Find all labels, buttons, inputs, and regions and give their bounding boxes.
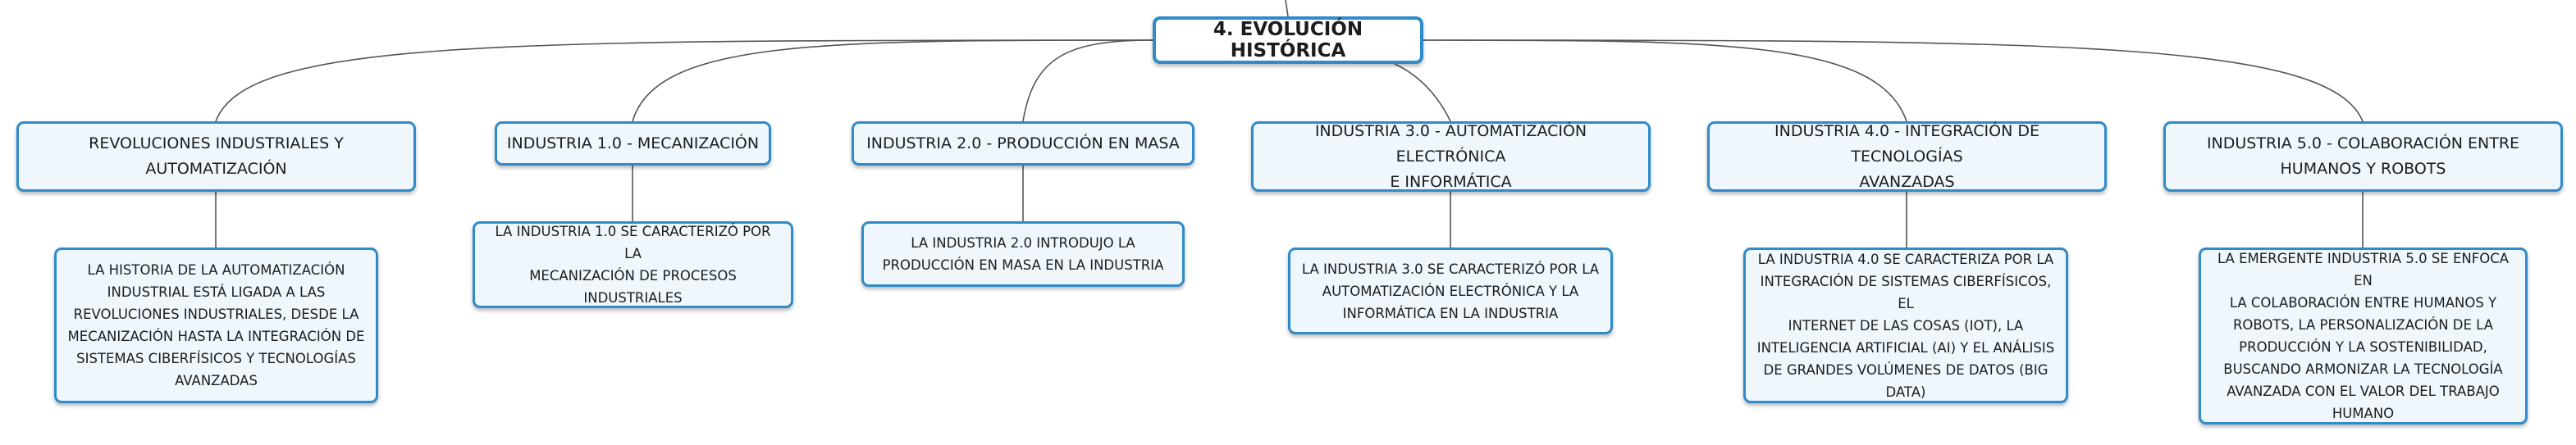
label-line: HUMANOS Y ROBOTS bbox=[2280, 160, 2446, 178]
text-line: LA INDUSTRIA 2.0 INTRODUJO LA bbox=[911, 235, 1135, 251]
subtopic-industria-5-0-detail[interactable]: LA EMERGENTE INDUSTRIA 5.0 SE ENFOCA EN … bbox=[2199, 247, 2528, 425]
label-line: INDUSTRIA 4.0 - INTEGRACIÓN DE TECNOLOGÍ… bbox=[1774, 121, 2039, 166]
text-line: LA EMERGENTE INDUSTRIA 5.0 SE ENFOCA EN bbox=[2217, 251, 2510, 288]
text-line: MECANIZACIÓN HASTA LA INTEGRACIÓN DE bbox=[67, 329, 365, 344]
text-line: LA HISTORIA DE LA AUTOMATIZACIÓN bbox=[87, 262, 345, 278]
connector-root-b2 bbox=[1022, 39, 1153, 122]
text-line: INFORMÁTICA EN LA INDUSTRIA bbox=[1342, 305, 1559, 321]
text-line: MECANIZACIÓN DE PROCESOS bbox=[529, 268, 737, 284]
text-line: ROBOTS, LA PERSONALIZACIÓN DE LA bbox=[2232, 317, 2494, 333]
text-line: PRODUCCIÓN EN MASA EN LA INDUSTRIA bbox=[882, 257, 1164, 273]
text-line: INTEGRACIÓN DE SISTEMAS CIBERFÍSICOS, EL bbox=[1760, 273, 2052, 311]
subtopic-text: LA INDUSTRIA 3.0 SE CARACTERIZÓ POR LA A… bbox=[1302, 258, 1599, 325]
topic-label: INDUSTRIA 1.0 - MECANIZACIÓN bbox=[507, 131, 759, 157]
text-line: BUSCANDO ARMONIZAR LA TECNOLOGÍA bbox=[2223, 361, 2503, 377]
subtopic-industria-3-0-detail[interactable]: LA INDUSTRIA 3.0 SE CARACTERIZÓ POR LA A… bbox=[1288, 247, 1613, 334]
text-line: INDUSTRIAL ESTÁ LIGADA A LAS bbox=[107, 284, 326, 300]
subtopic-industria-4-0-detail[interactable]: LA INDUSTRIA 4.0 SE CARACTERIZA POR LA I… bbox=[1743, 247, 2068, 403]
connector-root-b1 bbox=[632, 39, 1153, 122]
label-line: INDUSTRIA 5.0 - COLABORACIÓN ENTRE bbox=[2206, 134, 2520, 152]
topic-industria-4-0[interactable]: INDUSTRIA 4.0 - INTEGRACIÓN DE TECNOLOGÍ… bbox=[1707, 121, 2107, 192]
subtopic-text: LA INDUSTRIA 1.0 SE CARACTERIZÓ POR LA M… bbox=[485, 220, 781, 309]
root-topic-label: 4. EVOLUCIÓN HISTÓRICA bbox=[1213, 19, 1363, 61]
subtopic-revoluciones-detail[interactable]: LA HISTORIA DE LA AUTOMATIZACIÓN INDUSTR… bbox=[54, 247, 378, 403]
topic-industria-5-0[interactable]: INDUSTRIA 5.0 - COLABORACIÓN ENTRE HUMAN… bbox=[2163, 121, 2563, 192]
topic-label: INDUSTRIA 3.0 - AUTOMATIZACIÓN ELECTRÓNI… bbox=[1260, 119, 1642, 195]
text-line: LA COLABORACIÓN ENTRE HUMANOS Y bbox=[2229, 295, 2497, 311]
text-line: REVOLUCIONES INDUSTRIALES, DESDE LA bbox=[73, 307, 359, 322]
topic-industria-2-0[interactable]: INDUSTRIA 2.0 - PRODUCCIÓN EN MASA bbox=[852, 121, 1194, 166]
subtopic-industria-1-0-detail[interactable]: LA INDUSTRIA 1.0 SE CARACTERIZÓ POR LA M… bbox=[473, 221, 793, 308]
label-line: AVANZADAS bbox=[1859, 172, 1955, 191]
connector-root-b5 bbox=[1423, 39, 2364, 122]
topic-label: INDUSTRIA 4.0 - INTEGRACIÓN DE TECNOLOGÍ… bbox=[1716, 119, 2098, 195]
text-line: LA INDUSTRIA 4.0 SE CARACTERIZA POR LA bbox=[1757, 251, 2054, 267]
text-line: INTELIGENCIA ARTIFICIAL (AI) Y EL ANÁLIS… bbox=[1756, 339, 2055, 356]
subtopic-text: LA EMERGENTE INDUSTRIA 5.0 SE ENFOCA EN … bbox=[2211, 247, 2515, 425]
text-line: INTERNET DE LAS COSAS (IOT), LA bbox=[1788, 317, 2024, 334]
topic-label: INDUSTRIA 2.0 - PRODUCCIÓN EN MASA bbox=[866, 131, 1180, 157]
label-line: INDUSTRIA 2.0 - PRODUCCIÓN EN MASA bbox=[866, 134, 1180, 152]
text-line: LA INDUSTRIA 1.0 SE CARACTERIZÓ POR LA bbox=[495, 224, 771, 261]
text-line: LA INDUSTRIA 3.0 SE CARACTERIZÓ POR LA bbox=[1301, 261, 1600, 277]
subtopic-text: LA INDUSTRIA 2.0 INTRODUJO LA PRODUCCIÓN… bbox=[883, 232, 1164, 276]
text-line: PRODUCCIÓN Y LA SOSTENIBILIDAD, bbox=[2239, 339, 2487, 355]
subtopic-text: LA INDUSTRIA 4.0 SE CARACTERIZA POR LA I… bbox=[1756, 248, 2056, 403]
connector-root-b4 bbox=[1423, 39, 1907, 122]
text-line: DATA) bbox=[1885, 384, 1926, 400]
subtopic-text: LA HISTORIA DE LA AUTOMATIZACIÓN INDUSTR… bbox=[68, 259, 365, 392]
label-line: E INFORMÁTICA bbox=[1390, 172, 1512, 191]
text-line: AVANZADA CON EL VALOR DEL TRABAJO bbox=[2227, 384, 2500, 399]
parent-connector bbox=[1285, 0, 1289, 17]
text-line: HUMANO bbox=[2332, 406, 2395, 421]
topic-revoluciones-industriales[interactable]: REVOLUCIONES INDUSTRIALES Y AUTOMATIZACI… bbox=[16, 121, 416, 192]
label-line: INDUSTRIA 1.0 - MECANIZACIÓN bbox=[506, 134, 760, 152]
subtopic-industria-2-0-detail[interactable]: LA INDUSTRIA 2.0 INTRODUJO LA PRODUCCIÓN… bbox=[861, 221, 1185, 287]
topic-industria-3-0[interactable]: INDUSTRIA 3.0 - AUTOMATIZACIÓN ELECTRÓNI… bbox=[1251, 121, 1651, 192]
text-line: AVANZADAS bbox=[175, 373, 258, 388]
topic-industria-1-0[interactable]: INDUSTRIA 1.0 - MECANIZACIÓN bbox=[495, 121, 771, 166]
label-line: INDUSTRIA 3.0 - AUTOMATIZACIÓN ELECTRÓNI… bbox=[1314, 121, 1587, 166]
root-topic-node[interactable]: 4. EVOLUCIÓN HISTÓRICA bbox=[1153, 16, 1423, 64]
label-line: REVOLUCIONES INDUSTRIALES Y bbox=[89, 134, 344, 152]
text-line: DE GRANDES VOLÚMENES DE DATOS (BIG bbox=[1763, 361, 2048, 378]
text-line: SISTEMAS CIBERFÍSICOS Y TECNOLOGÍAS bbox=[76, 351, 356, 366]
topic-label: REVOLUCIONES INDUSTRIALES Y AUTOMATIZACI… bbox=[89, 131, 344, 182]
text-line: INDUSTRIALES bbox=[583, 290, 683, 306]
connector-root-b0 bbox=[215, 39, 1153, 122]
label-line: AUTOMATIZACIÓN bbox=[145, 160, 287, 178]
connector-root-b3 bbox=[1394, 63, 1451, 122]
text-line: AUTOMATIZACIÓN ELECTRÓNICA Y LA bbox=[1322, 283, 1579, 299]
topic-label: INDUSTRIA 5.0 - COLABORACIÓN ENTRE HUMAN… bbox=[2207, 131, 2519, 182]
